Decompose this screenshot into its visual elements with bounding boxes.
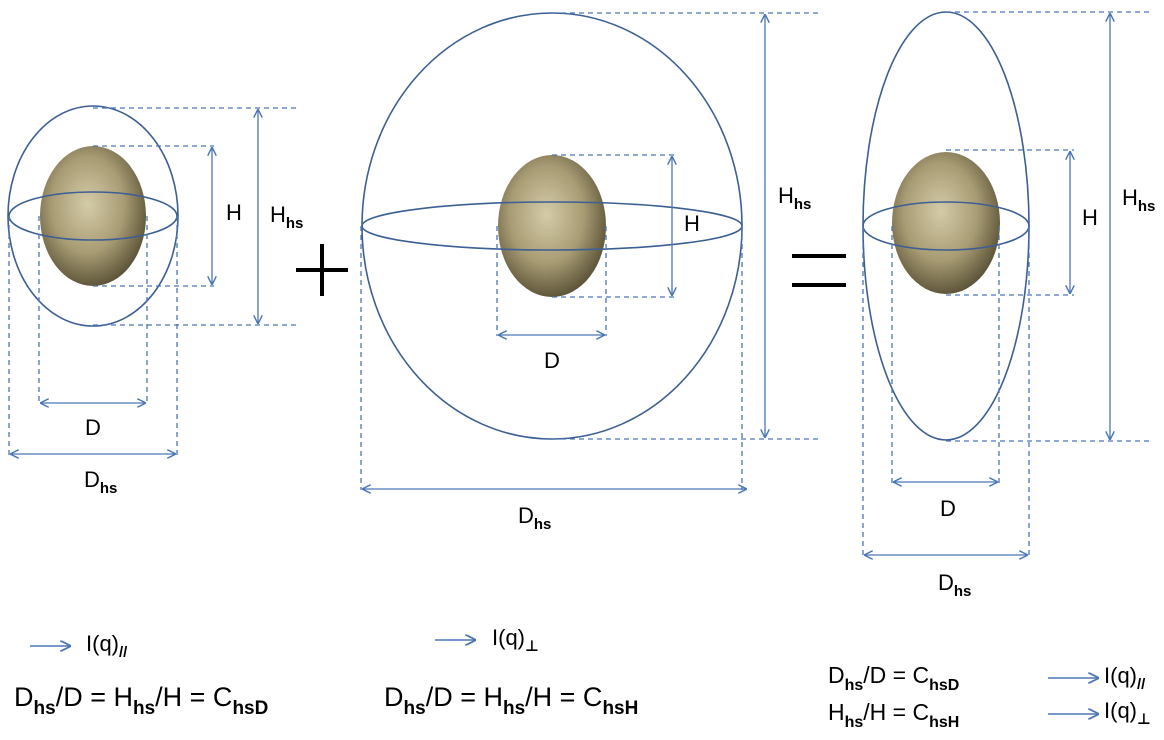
middle-Hhs-label: Hhs — [778, 183, 812, 213]
left-shell-ellipse — [7, 105, 179, 327]
right-dimension-lines — [862, 11, 1150, 556]
middle-figure — [360, 12, 818, 490]
left-particle — [40, 146, 146, 286]
left-figure — [7, 105, 296, 455]
middle-dimension-lines — [360, 12, 818, 490]
right-formula1-result: I(q)// — [1104, 663, 1146, 693]
legend-arrows — [30, 640, 1098, 714]
right-Dhs-label: Dhs — [938, 570, 972, 600]
legend-perp-label: I(q)⊥ — [492, 625, 539, 655]
middle-particle — [498, 155, 606, 297]
left-D-label: D — [85, 415, 101, 440]
middle-H-label: H — [684, 211, 700, 236]
right-formula2-result: I(q)⊥ — [1104, 698, 1151, 728]
right-particle — [892, 152, 1000, 294]
legend-parallel-label: I(q)// — [86, 631, 128, 661]
right-formula-line1: Dhs/D = ChsD — [828, 662, 960, 694]
right-D-label: D — [940, 496, 956, 521]
left-H-label: H — [226, 200, 242, 225]
left-formula: Dhs/D = Hhs/H = ChsD — [14, 682, 269, 719]
left-dimension-lines — [8, 107, 296, 455]
equals-operator — [792, 254, 846, 287]
right-formula-line2: Hhs/H = ChsH — [828, 699, 960, 731]
middle-formula: Dhs/D = Hhs/H = ChsH — [384, 682, 639, 719]
right-H-label: H — [1082, 205, 1098, 230]
plus-operator — [296, 244, 348, 296]
right-figure — [862, 11, 1150, 556]
left-Dhs-label: Dhs — [84, 467, 118, 497]
middle-D-label: D — [544, 348, 560, 373]
middle-Dhs-label: Dhs — [518, 503, 552, 533]
right-Hhs-label: Hhs — [1122, 185, 1156, 215]
left-Hhs-label: Hhs — [270, 202, 304, 232]
